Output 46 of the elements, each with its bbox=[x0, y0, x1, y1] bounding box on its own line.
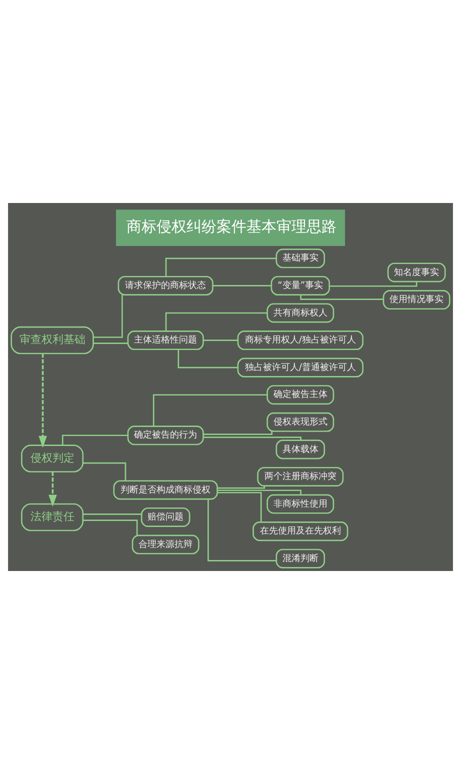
node-box: 具体载体 bbox=[276, 440, 326, 460]
node-box: 在先使用及在先权利 bbox=[252, 522, 348, 542]
arrow bbox=[48, 472, 57, 507]
node-box: 共有商标权人 bbox=[266, 303, 334, 323]
connector bbox=[212, 285, 272, 286]
node-box: “变量”事实 bbox=[270, 276, 330, 296]
diagram-title: 商标侵权纠纷案件基本审理思路 bbox=[126, 217, 336, 236]
connector bbox=[165, 312, 268, 332]
node-box: 非商标性使用 bbox=[266, 494, 334, 514]
connector bbox=[62, 434, 128, 446]
node-box: 确定被告主体 bbox=[266, 385, 334, 405]
connector bbox=[94, 342, 128, 344]
node-box: 侵权判定 bbox=[21, 444, 84, 472]
connector bbox=[329, 282, 418, 287]
connector bbox=[82, 520, 138, 536]
connector bbox=[165, 258, 276, 276]
connector bbox=[300, 295, 384, 300]
node-box: 主体适格性问题 bbox=[127, 330, 204, 350]
node-box: 赔偿问题 bbox=[140, 507, 190, 527]
node-box: 侵权表现形式 bbox=[266, 412, 334, 432]
connector bbox=[203, 436, 302, 440]
connector bbox=[203, 431, 273, 435]
connector bbox=[178, 350, 238, 368]
node-box: 合理来源抗辩 bbox=[132, 534, 200, 554]
connector bbox=[208, 499, 276, 562]
connector bbox=[93, 294, 123, 338]
connector bbox=[218, 492, 262, 522]
node-box: 使用情况事实 bbox=[382, 290, 450, 310]
connector bbox=[152, 394, 268, 426]
node-box: 确定被告的行为 bbox=[127, 426, 204, 446]
node-box: 两个注册商标冲突 bbox=[257, 466, 344, 486]
node-box: 法律责任 bbox=[21, 503, 84, 532]
connector bbox=[217, 486, 266, 489]
node-box: 独占被许可人/普通被许可人 bbox=[237, 358, 364, 378]
node-box: 审查权利基础 bbox=[10, 326, 94, 354]
arrow bbox=[38, 354, 47, 448]
node-box: 混淆判断 bbox=[276, 548, 326, 568]
node-box: 基础事实 bbox=[276, 248, 326, 268]
connector bbox=[204, 340, 238, 341]
connector bbox=[82, 462, 126, 481]
node-box: 商标专用权人/独占被许可人 bbox=[237, 330, 364, 350]
node-box: 知名度事实 bbox=[387, 262, 446, 282]
connector bbox=[217, 490, 302, 495]
node-box: 请求保护的商标状态 bbox=[118, 276, 214, 296]
connector bbox=[82, 514, 142, 515]
node-box: 判断是否构成商标侵权 bbox=[113, 480, 218, 500]
